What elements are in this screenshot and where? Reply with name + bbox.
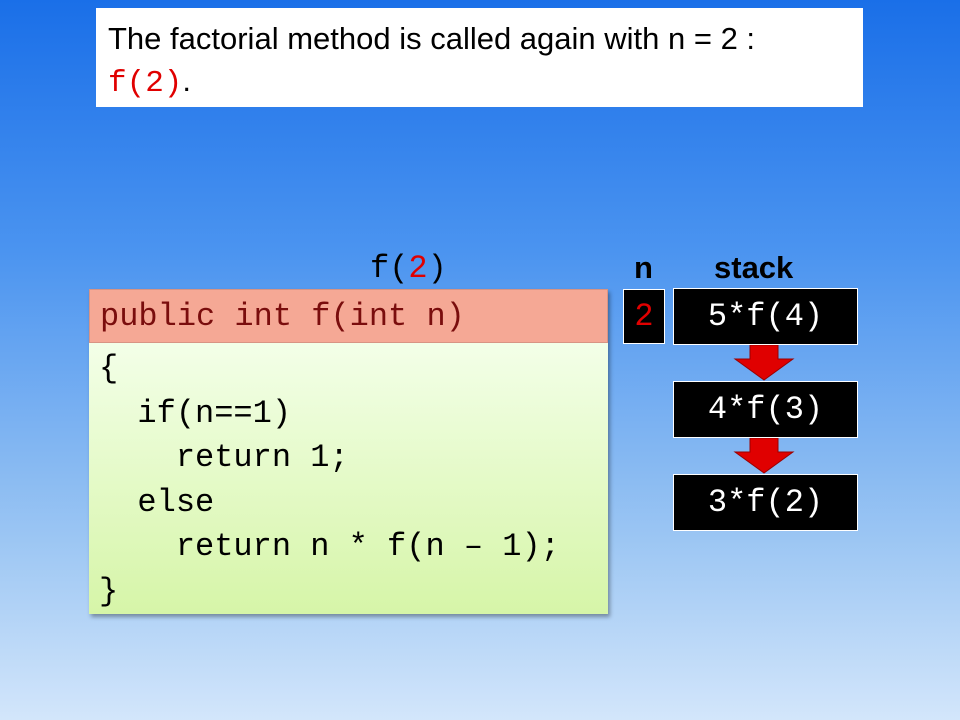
caption-code: f(2) xyxy=(108,66,183,101)
caption-suffix: . xyxy=(182,63,192,98)
stack-frame: 4*f(3) xyxy=(673,381,858,438)
n-value-box: 2 xyxy=(623,289,665,344)
code-line: if(n==1) xyxy=(99,394,292,432)
code-line: { xyxy=(99,350,119,387)
caption-box: The factorial method is called again wit… xyxy=(96,8,863,107)
call-label-prefix: f( xyxy=(370,250,409,287)
code-line: return n * f(n – 1); xyxy=(99,528,560,565)
code-line: else xyxy=(99,483,215,521)
caption-text: The factorial method is called again wit… xyxy=(108,21,756,56)
stack-frame: 5*f(4) xyxy=(673,288,858,345)
code-block: public int f(int n) { if(n==1) return 1;… xyxy=(89,289,608,614)
n-label: n xyxy=(634,250,653,285)
code-line: return 1; xyxy=(99,439,349,476)
down-arrow-icon xyxy=(733,438,795,474)
down-arrow-icon xyxy=(733,345,795,381)
call-label-suffix: ) xyxy=(427,250,447,287)
call-label-arg: 2 xyxy=(408,250,428,287)
code-signature: public int f(int n) xyxy=(89,289,608,343)
stack-label: stack xyxy=(714,250,794,285)
code-line: } xyxy=(99,572,119,610)
code-body: { if(n==1) return 1; else return n * f(n… xyxy=(89,343,608,614)
call-label: f(2) xyxy=(370,250,447,287)
stack-frame: 3*f(2) xyxy=(673,474,858,531)
